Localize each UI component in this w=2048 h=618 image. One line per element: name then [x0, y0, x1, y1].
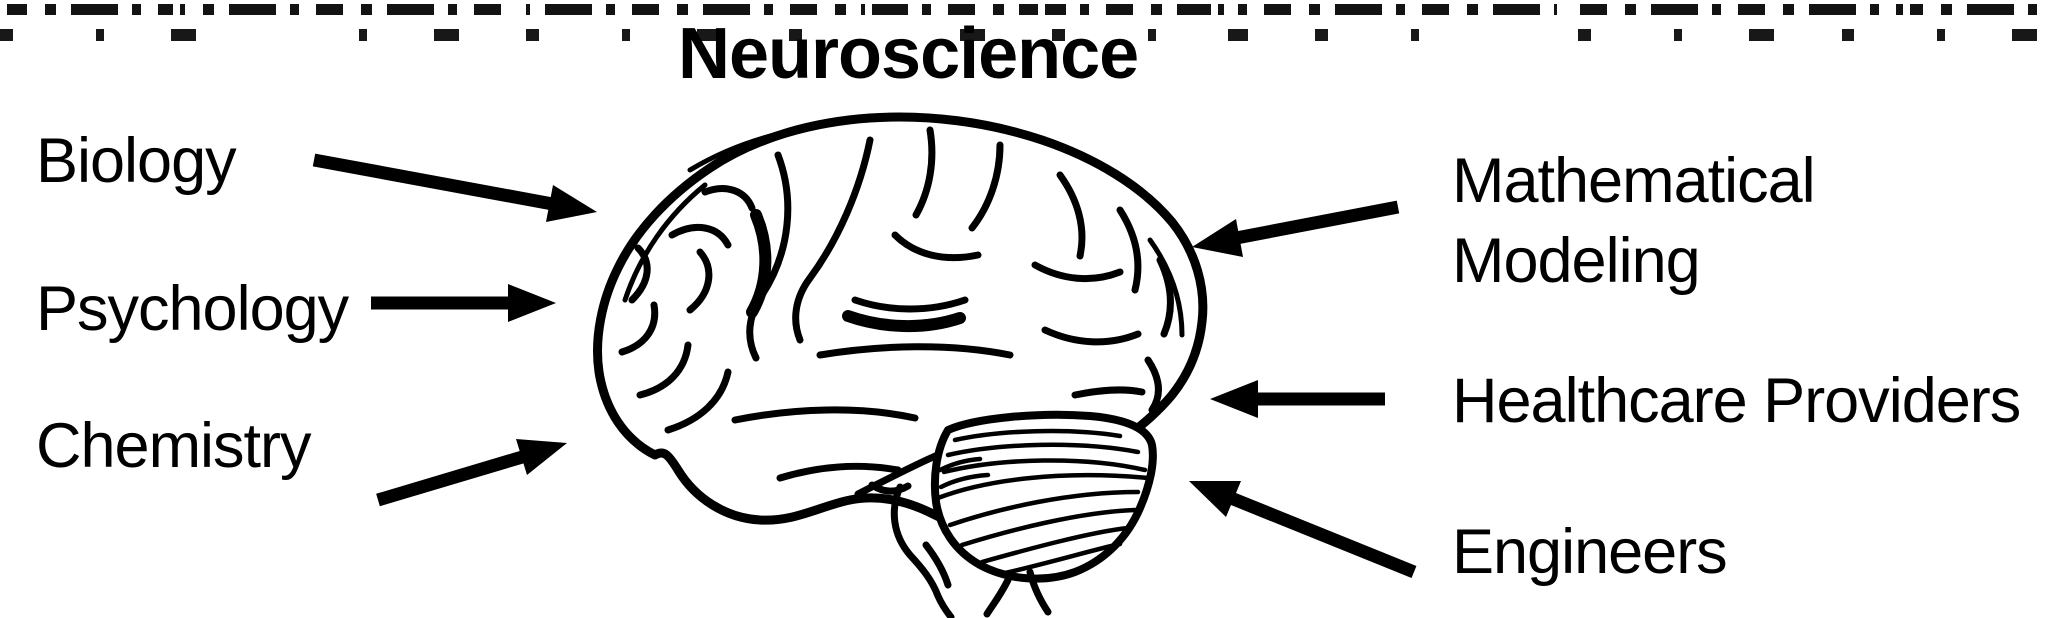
sulci-parietal	[731, 126, 1014, 482]
engineers-arrow	[1189, 481, 1417, 579]
label-engineers: Engineers	[1452, 517, 1728, 587]
cortex-edge-detail	[622, 123, 1185, 338]
sulci-accents	[746, 209, 966, 333]
label-mathematical-modeling: Mathematical Modeling	[1452, 146, 1816, 296]
brainstem	[890, 483, 1052, 618]
biology-arrow	[312, 153, 597, 222]
diagram-title: Neuroscience	[678, 14, 1139, 94]
mathematical-modeling-arrow	[1192, 200, 1400, 257]
human-brain-lateral-view-icon	[593, 112, 1208, 618]
cerebellum-striations	[935, 428, 1151, 576]
label-chemistry: Chemistry	[36, 411, 312, 481]
healthcare-providers-arrow	[1210, 380, 1385, 418]
label-psychology: Psychology	[36, 274, 349, 344]
psychology-arrow	[371, 284, 556, 322]
label-biology: Biology	[36, 126, 237, 196]
sulci-occipital	[1031, 171, 1174, 414]
chemistry-arrow	[376, 439, 567, 507]
label-healthcare-providers: Healthcare Providers	[1452, 366, 2021, 436]
